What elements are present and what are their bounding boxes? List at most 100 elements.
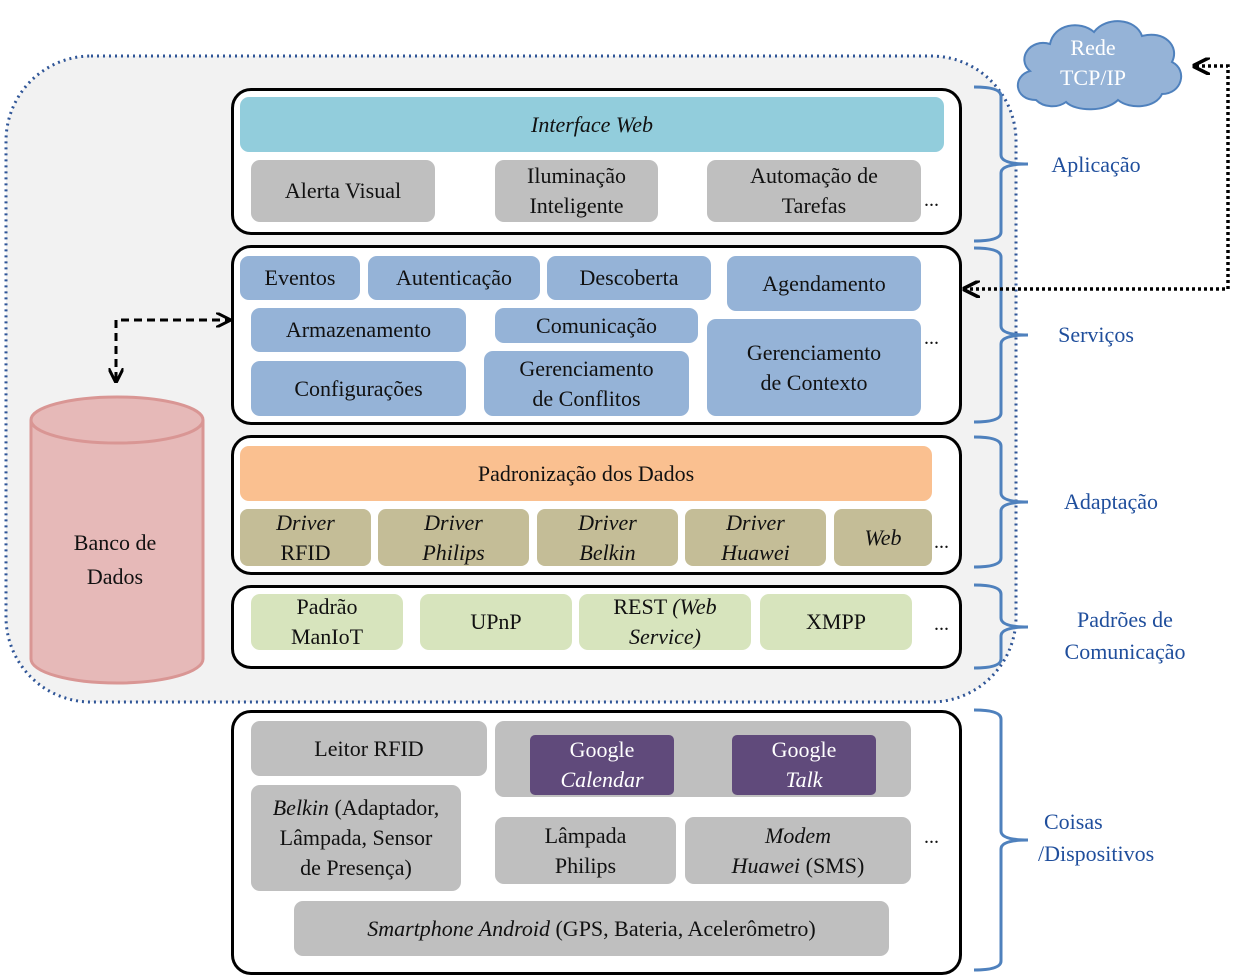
philips-lamp-box: Lâmpada Philips	[495, 817, 676, 884]
driver-huawei-word: Driver	[726, 509, 785, 535]
maniot-standard-box: Padrão ManIoT	[251, 594, 403, 650]
rfid-reader-label: Leitor RFID	[314, 735, 424, 761]
database-cylinder	[29, 395, 205, 685]
adaptation-layer-text: Adaptação	[1063, 489, 1159, 514]
application-ellipsis: ...	[924, 189, 939, 211]
authentication-label: Autenticação	[395, 265, 513, 290]
google-talk-box: Google Talk	[732, 735, 876, 795]
database-label-line1: Banco de	[73, 530, 157, 555]
huawei-sms: (SMS)	[805, 852, 865, 878]
things-layer-label: Coisas /Dispositivos	[1038, 806, 1198, 870]
driver-huawei-name: Huawei	[721, 539, 790, 565]
network-services-connector	[966, 66, 1230, 289]
conflict-management-line2: de Conflitos	[532, 385, 641, 411]
driver-philips-name: Philips	[422, 539, 485, 565]
smart-lighting-line2: Inteligente	[529, 193, 624, 218]
belkin-devices-box: Belkin (Adaptador, Lâmpada, Sensor de Pr…	[251, 785, 461, 891]
interface-web-box: Interface Web	[240, 97, 944, 152]
communication-label: Comunicação	[536, 312, 657, 338]
google-talk-line2: Talk	[785, 767, 823, 792]
philips-lamp-line1: Lâmpada	[544, 822, 627, 848]
smart-lighting-box: Iluminação Inteligente	[495, 160, 658, 222]
application-layer-text: Aplicação	[1051, 152, 1141, 177]
conflict-management-box: Gerenciamento de Conflitos	[484, 351, 689, 416]
data-standardization-box: Padronização dos Dados	[240, 446, 932, 501]
things-layer-line1: Coisas	[1044, 809, 1103, 834]
bracket-things	[973, 708, 1029, 972]
services-layer-text: Serviços	[1058, 322, 1134, 347]
driver-huawei-box: Driver Huawei	[685, 509, 826, 566]
adaptation-layer-label: Adaptação	[1046, 486, 1176, 518]
rest-service-label: Service)	[628, 624, 702, 649]
communication-layer-label: Padrões de Comunicação	[1040, 604, 1210, 668]
conflict-management-line1: Gerenciamento	[519, 355, 654, 381]
xmpp-label: XMPP	[806, 609, 866, 634]
events-label: Eventos	[264, 265, 336, 290]
huawei-modem-box: Modem Huawei (SMS)	[685, 817, 911, 884]
smartphone-sensors: (GPS, Bateria, Acelerômetro)	[555, 915, 816, 941]
discovery-box: Descoberta	[547, 256, 711, 300]
alert-visual-box: Alerta Visual	[251, 160, 435, 222]
google-calendar-box: Google Calendar	[530, 735, 674, 795]
communication-layer-line2: Comunicação	[1064, 639, 1186, 664]
alert-visual-label: Alerta Visual	[284, 178, 402, 203]
web-driver-box: Web	[834, 509, 932, 566]
driver-philips-box: Driver Philips	[378, 509, 529, 566]
smartphone-box: Smartphone Android (GPS, Bateria, Aceler…	[294, 901, 889, 956]
driver-rfid-word: Driver	[276, 509, 335, 535]
belkin-line2: Lâmpada, Sensor	[279, 825, 433, 850]
task-automation-box: Automação de Tarefas	[707, 160, 921, 222]
belkin-line3: de Presença)	[300, 855, 412, 880]
database-label-line2: Dados	[86, 564, 144, 589]
task-automation-line2: Tarefas	[781, 193, 847, 218]
services-layer-label: Serviços	[1036, 319, 1156, 351]
application-layer-label: Aplicação	[1036, 149, 1156, 181]
settings-label: Configurações	[294, 375, 423, 401]
context-management-line1: Gerenciamento	[746, 339, 882, 365]
belkin-name: Belkin	[272, 795, 329, 820]
driver-philips-word: Driver	[424, 509, 483, 535]
google-calendar-line2: Calendar	[560, 767, 644, 792]
task-automation-line1: Automação de	[750, 163, 878, 188]
driver-rfid-name: RFID	[280, 539, 331, 565]
bracket-communication	[973, 583, 1029, 670]
database-label: Banco de Dados	[40, 526, 190, 594]
google-talk-line1: Google	[771, 737, 837, 762]
xmpp-box: XMPP	[760, 594, 912, 650]
smartphone-name: Smartphone Android	[367, 915, 550, 941]
rest-box: REST (Web Service)	[579, 594, 751, 650]
scheduling-label: Agendamento	[762, 270, 886, 296]
driver-belkin-word: Driver	[578, 509, 637, 535]
authentication-box: Autenticação	[368, 256, 540, 300]
settings-box: Configurações	[251, 361, 466, 416]
discovery-label: Descoberta	[579, 265, 679, 290]
communication-layer-line1: Padrões de	[1077, 607, 1173, 632]
bracket-adaptation	[973, 435, 1029, 569]
data-standardization-label: Padronização dos Dados	[477, 460, 695, 486]
events-box: Eventos	[240, 256, 360, 300]
philips-lamp-line2: Philips	[554, 852, 617, 878]
network-label-line1: Rede	[1070, 35, 1116, 60]
storage-label: Armazenamento	[285, 317, 432, 342]
interface-web-label: Interface Web	[531, 111, 653, 137]
huawei-name: Huawei	[731, 852, 801, 878]
huawei-modem-line1: Modem	[765, 822, 831, 848]
upnp-label: UPnP	[470, 609, 522, 634]
belkin-rest: (Adaptador,	[334, 795, 440, 820]
context-management-box: Gerenciamento de Contexto	[707, 319, 921, 416]
rest-label: REST	[613, 594, 667, 619]
communication-ellipsis: ...	[934, 613, 949, 635]
things-layer-line2: /Dispositivos	[1038, 841, 1155, 866]
smart-lighting-line1: Iluminação	[527, 163, 626, 188]
maniot-standard-line1: Padrão	[296, 594, 358, 619]
communication-box: Comunicação	[495, 308, 698, 343]
driver-rfid-box: Driver RFID	[240, 509, 371, 566]
rest-web-label: (Web	[672, 594, 717, 619]
google-calendar-line1: Google	[569, 737, 635, 762]
services-ellipsis: ...	[924, 327, 939, 349]
maniot-standard-line2: ManIoT	[290, 624, 364, 649]
scheduling-box: Agendamento	[727, 256, 921, 311]
driver-belkin-box: Driver Belkin	[537, 509, 678, 566]
context-management-line2: de Contexto	[760, 369, 868, 395]
